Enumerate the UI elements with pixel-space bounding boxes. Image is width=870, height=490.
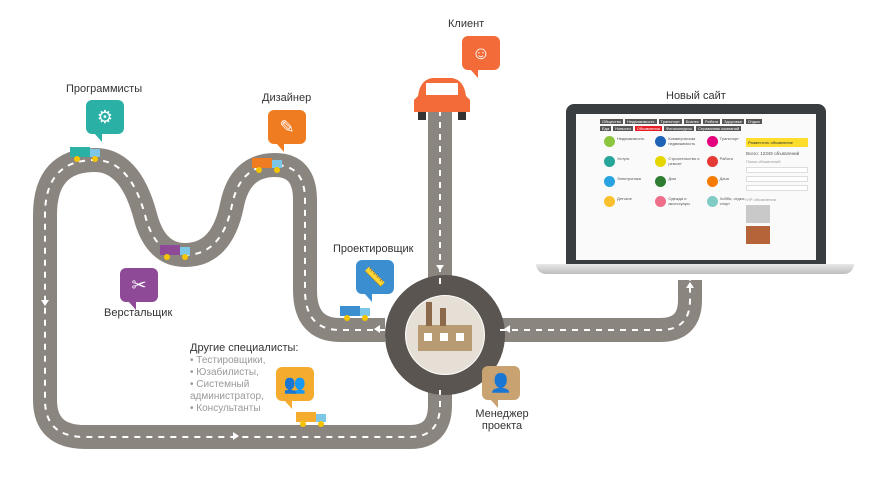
car-icon [414, 78, 470, 120]
truck-icon [296, 410, 330, 428]
gears-icon: ⚙ [86, 100, 124, 142]
truck-icon [340, 304, 374, 322]
post-ad-button: Разместить объявление [746, 138, 808, 147]
programmers-label: Программисты [66, 83, 143, 95]
others-title: Другие специалисты: [190, 342, 299, 354]
others-list: • Тестировщики, • Юзабилисты, • Системны… [190, 355, 266, 414]
site-sidebar: Разместить объявление Всего: 12349 объяв… [746, 138, 808, 244]
client-label: Клиент [448, 18, 485, 30]
truck-icon [252, 156, 286, 174]
architect-label: Проектировщик [333, 243, 414, 255]
ruler-icon: 📏 [356, 260, 394, 302]
arrow-icons [41, 265, 694, 440]
manager-label: Менеджер проекта [475, 408, 529, 432]
layout-designer-label: Верстальщик [104, 307, 173, 319]
laptop-base [536, 264, 854, 274]
client-head-icon: ☺ [462, 36, 500, 78]
truck-icon [160, 243, 194, 261]
manager-icon: 👤 [482, 366, 520, 408]
site-categories: Недвижимость Коммерческая недвижимость Т… [604, 136, 754, 210]
roundabout [385, 275, 505, 395]
truck-icon [70, 145, 104, 163]
designer-label: Дизайнер [262, 92, 312, 104]
pencil-icon: ✎ [268, 110, 306, 152]
team-icon: 👥 [276, 367, 314, 409]
scissors-icon: ✂ [120, 268, 158, 310]
factory-icon [418, 302, 472, 351]
new-site-label: Новый сайт [666, 90, 726, 102]
